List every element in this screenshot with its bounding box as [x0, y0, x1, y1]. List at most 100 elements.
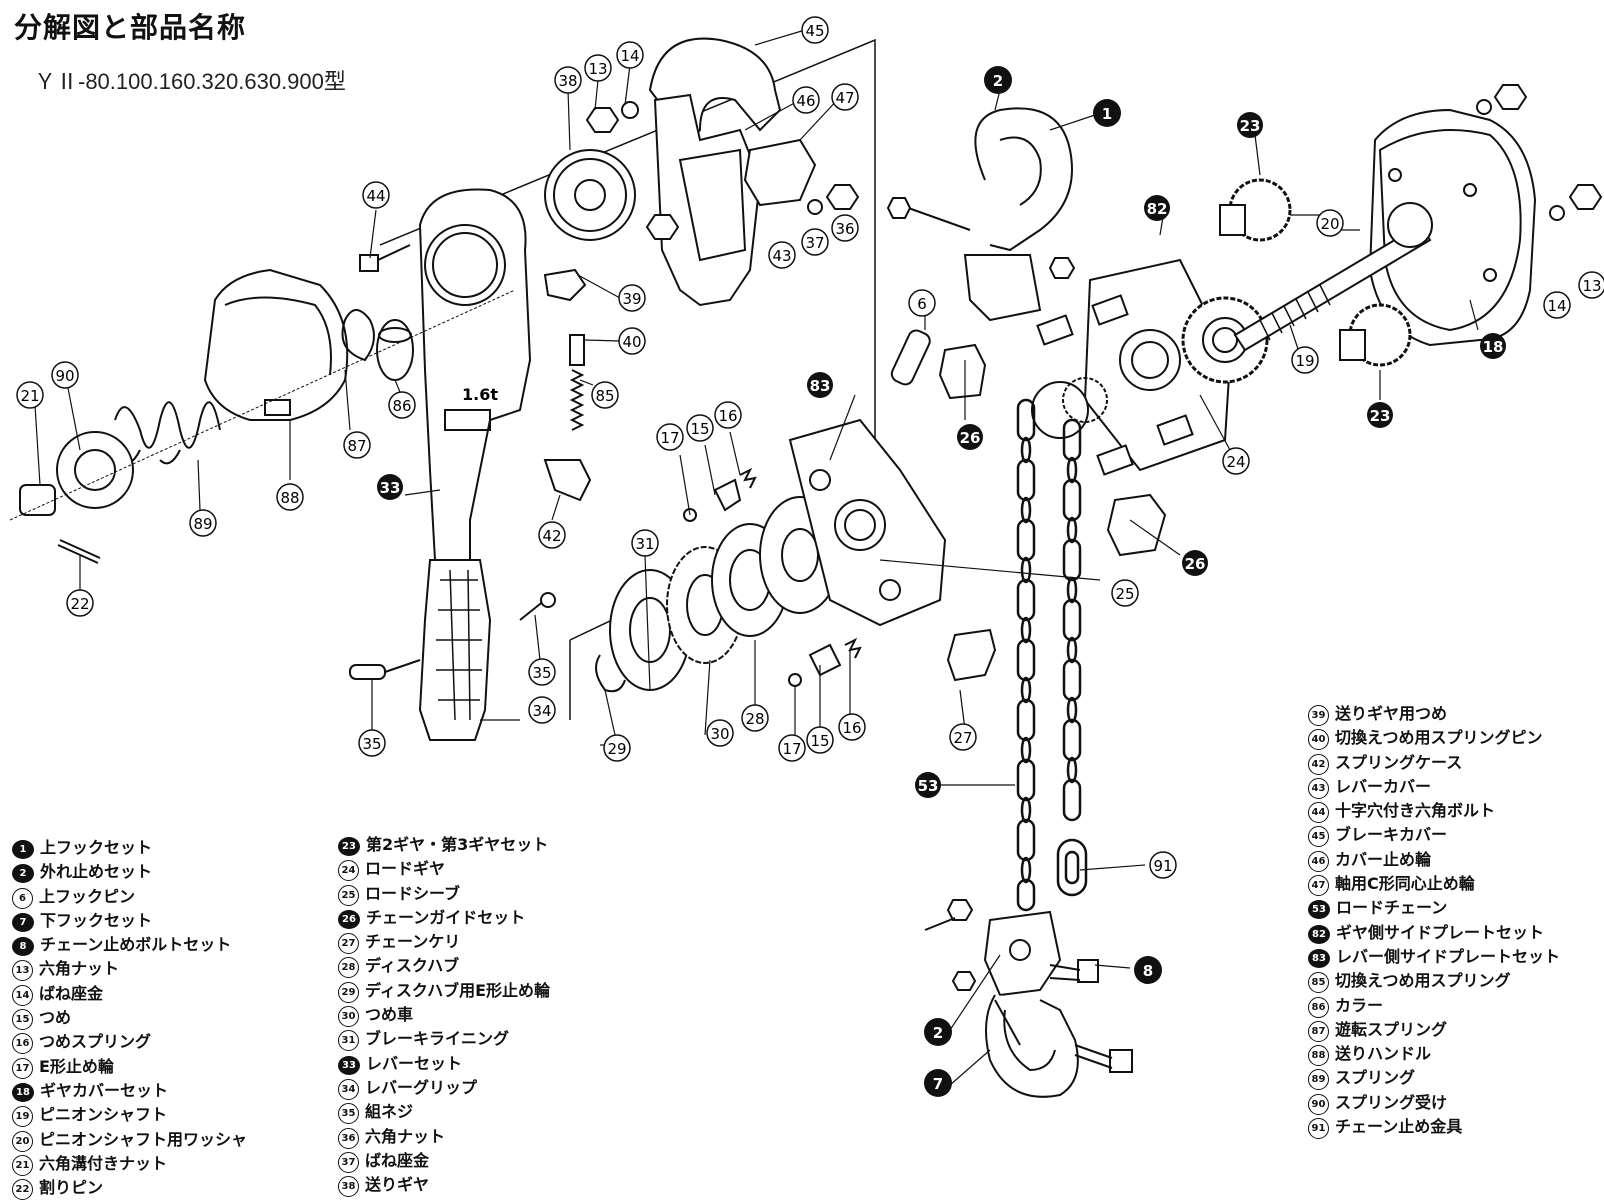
- legend-number: 88: [1308, 1045, 1329, 1067]
- callout-18: 18: [1480, 333, 1506, 359]
- svg-text:22: 22: [70, 595, 89, 613]
- callout-2b: 2: [924, 1018, 952, 1046]
- legend-part-name: カラー: [1335, 995, 1384, 1015]
- callout-53: 53: [915, 772, 941, 798]
- legend-number: 29: [338, 981, 359, 1003]
- legend-part-name: レバーグリップ: [365, 1077, 478, 1097]
- legend-item: 82 ギヤ側サイドプレートセット: [1308, 921, 1560, 945]
- legend-part-name: 送りギヤ: [365, 1175, 430, 1195]
- callout-85: 85: [591, 381, 619, 409]
- legend-number: 15: [12, 1009, 33, 1031]
- legend-number: 16: [12, 1033, 33, 1055]
- lever-marking: 1.6t: [462, 385, 498, 404]
- callout-14b: 14: [1543, 291, 1571, 319]
- legend-number: 31: [338, 1030, 359, 1052]
- legend-part-name: ばね座金: [365, 1150, 430, 1170]
- legend-number: 25: [338, 884, 359, 906]
- legend-number: 37: [338, 1151, 359, 1173]
- legend-number: 46: [1308, 850, 1329, 872]
- svg-text:6: 6: [917, 295, 927, 313]
- svg-text:21: 21: [20, 387, 39, 405]
- callout-20: 20: [1316, 209, 1344, 237]
- svg-text:47: 47: [835, 89, 854, 107]
- legend-number: 39: [1308, 705, 1329, 726]
- callout-27: 27: [949, 723, 977, 751]
- legend-number: 89: [1308, 1069, 1329, 1091]
- callout-47: 47: [831, 83, 859, 111]
- callout-40: 40: [618, 327, 646, 355]
- legend-number: 33: [338, 1055, 360, 1075]
- svg-text:28: 28: [745, 710, 764, 728]
- legend-number: 14: [12, 984, 33, 1006]
- svg-text:2: 2: [993, 72, 1003, 90]
- load-chain: [1016, 398, 1088, 912]
- svg-text:53: 53: [918, 777, 939, 795]
- svg-text:14: 14: [620, 47, 639, 65]
- callout-14a: 14: [616, 41, 644, 69]
- callout-35a: 35: [528, 658, 556, 686]
- callout-83: 83: [807, 372, 833, 398]
- svg-text:43: 43: [772, 247, 791, 265]
- legend-number: 1: [12, 840, 34, 859]
- svg-text:17: 17: [660, 429, 679, 447]
- callout-13a: 13: [584, 54, 612, 82]
- svg-text:31: 31: [635, 535, 654, 553]
- legend-part-name: 第2ギヤ・第3ギヤセット: [366, 835, 549, 854]
- callout-16a: 16: [714, 401, 742, 429]
- legend-number: 82: [1308, 924, 1330, 944]
- legend-item: 37 ばね座金: [338, 1149, 550, 1173]
- legend-number: 22: [12, 1179, 33, 1200]
- svg-text:23: 23: [1370, 407, 1391, 425]
- callout-23b: 23: [1367, 402, 1393, 428]
- legend-part-name: ばね座金: [39, 983, 104, 1003]
- legend-part-name: ギヤ側サイドプレートセット: [1336, 922, 1545, 942]
- legend-item: 33 レバーセット: [338, 1052, 550, 1076]
- legend-item: 22 割りピン: [12, 1176, 247, 1200]
- callout-2a: 2: [984, 66, 1012, 94]
- svg-text:86: 86: [392, 397, 411, 415]
- svg-text:37: 37: [805, 234, 824, 252]
- legend-part-name: チェーンケリ: [365, 932, 461, 952]
- callout-33: 33: [377, 474, 403, 500]
- svg-text:15: 15: [810, 732, 829, 750]
- legend-part-name: レバーセット: [366, 1053, 463, 1073]
- legend-part-name: 組ネジ: [365, 1102, 414, 1122]
- legend-part-name: 割りピン: [39, 1178, 104, 1198]
- callout-24: 24: [1222, 447, 1250, 475]
- callout-87: 87: [343, 431, 371, 459]
- legend-number: 27: [338, 933, 359, 955]
- callout-26b: 26: [1182, 550, 1208, 576]
- legend-part-name: 切換えつめ用スプリングピン: [1335, 728, 1543, 748]
- callout-6: 6: [908, 289, 936, 317]
- callout-45: 45: [801, 16, 829, 44]
- legend-number: 38: [338, 1176, 359, 1198]
- legend-number: 28: [338, 957, 359, 979]
- callout-86: 86: [388, 391, 416, 419]
- callout-29: 29: [603, 734, 631, 762]
- callout-90: 90: [51, 361, 79, 389]
- svg-text:34: 34: [532, 702, 551, 720]
- svg-text:91: 91: [1153, 857, 1172, 875]
- legend-part-name: ギヤカバーセット: [40, 1080, 169, 1100]
- svg-text:7: 7: [933, 1075, 943, 1093]
- legend-number: 26: [338, 909, 360, 929]
- legend-number: 2: [12, 864, 34, 884]
- legend-part-name: チェーン止めボルトセット: [40, 935, 232, 955]
